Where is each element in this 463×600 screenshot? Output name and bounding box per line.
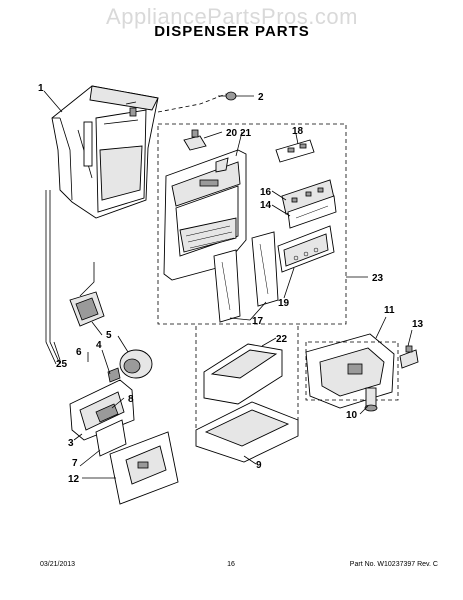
callout-12: 12 bbox=[68, 474, 80, 485]
footer-part-number: Part No. W10237397 Rev. C bbox=[350, 561, 438, 568]
callout-1: 1 bbox=[38, 83, 44, 94]
part-12-cover bbox=[109, 431, 179, 505]
callout-21: 21 bbox=[240, 128, 252, 139]
callout-5: 5 bbox=[106, 330, 112, 341]
callout-4: 4 bbox=[96, 340, 102, 351]
part-9-tray-base bbox=[195, 401, 299, 463]
callout-9: 9 bbox=[256, 460, 262, 471]
part-20-switch bbox=[183, 129, 207, 151]
callout-8: 8 bbox=[128, 394, 134, 405]
part-18-bracket bbox=[275, 139, 315, 163]
callout-6: 6 bbox=[76, 347, 82, 358]
footer-date: 03/21/2013 bbox=[40, 561, 75, 568]
part-8-hinge bbox=[95, 403, 119, 423]
part-19-control-panel bbox=[277, 225, 335, 273]
part-11-valve-assembly bbox=[305, 333, 399, 409]
leader-lines bbox=[43, 90, 413, 479]
callout-18: 18 bbox=[292, 126, 304, 137]
callout-11: 11 bbox=[384, 305, 395, 316]
assembly-23-frame bbox=[157, 123, 347, 325]
callout-23: 23 bbox=[372, 273, 384, 284]
part-22-drip-tray bbox=[203, 343, 283, 405]
callout-2: 2 bbox=[258, 92, 264, 103]
diagram-title: DISPENSER PARTS bbox=[154, 23, 310, 40]
footer: 03/21/2013 16 Part No. W10237397 Rev. C bbox=[40, 561, 438, 568]
callout-22: 22 bbox=[276, 334, 288, 345]
part-5-motor bbox=[119, 349, 153, 379]
footer-page: 16 bbox=[227, 561, 235, 568]
callout-16: 16 bbox=[260, 187, 272, 198]
part-14-board bbox=[287, 195, 337, 229]
callout-10: 10 bbox=[346, 410, 358, 421]
callout-7: 7 bbox=[72, 458, 78, 469]
part-4-plug bbox=[107, 367, 121, 383]
part-1-housing bbox=[51, 85, 159, 219]
callout-3: 3 bbox=[68, 438, 74, 449]
part-17-paddles bbox=[213, 231, 279, 323]
part-6-module bbox=[69, 262, 105, 327]
callout-25: 25 bbox=[56, 359, 68, 370]
callout-17: 17 bbox=[252, 316, 264, 327]
callouts: 1 2 20 21 18 16 14 19 17 23 22 11 13 10 … bbox=[38, 83, 424, 485]
callout-13: 13 bbox=[412, 319, 424, 330]
part-25-tube bbox=[45, 190, 61, 365]
watermark: AppliancePartsPros.com bbox=[106, 4, 358, 29]
callout-14: 14 bbox=[260, 200, 272, 211]
callout-19: 19 bbox=[278, 298, 290, 309]
callout-20: 20 bbox=[226, 128, 238, 139]
part-13-connector bbox=[399, 345, 419, 369]
part-7-mount bbox=[95, 419, 127, 457]
part-21-dispenser-housing bbox=[163, 149, 247, 281]
